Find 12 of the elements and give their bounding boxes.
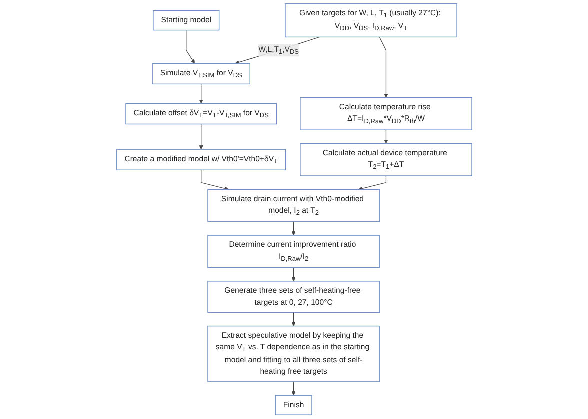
arrow bbox=[198, 124, 204, 150]
arrow bbox=[378, 36, 388, 98]
arrow bbox=[186, 30, 195, 64]
arrow bbox=[291, 222, 296, 236]
arrow bbox=[291, 382, 296, 396]
arrow bbox=[291, 267, 296, 282]
arrow bbox=[384, 130, 388, 144]
arrow bbox=[198, 84, 204, 104]
arrow bbox=[358, 176, 386, 191]
arrow bbox=[200, 170, 229, 191]
arrow bbox=[291, 312, 296, 326]
arrow bbox=[234, 36, 320, 65]
